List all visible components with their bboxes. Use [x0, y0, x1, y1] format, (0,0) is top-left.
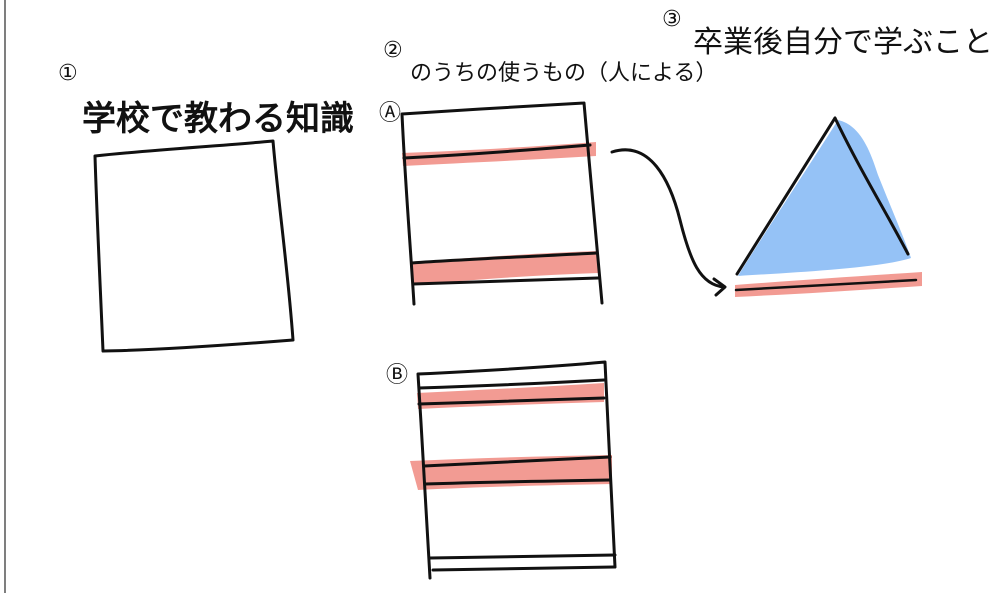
section-1-title: 学校で教わる知識: [82, 99, 354, 139]
variant-a-line-2: [410, 251, 599, 265]
variant-b-line-5: [428, 553, 617, 560]
variant-b-marker: Ⓑ: [386, 363, 408, 388]
variant-a-line-3: [411, 276, 600, 286]
variant-b-line-6: [431, 565, 616, 572]
triangle-outline: [735, 116, 910, 276]
connector-curve: [610, 148, 726, 289]
section-1: ① 学校で教わる知識: [58, 61, 354, 353]
variant-a-box: [400, 101, 604, 306]
curved-arrow-icon: [610, 148, 727, 297]
triangle-base-line: [734, 278, 918, 292]
variant-a-line-1: [402, 143, 592, 160]
variant-b-box: [416, 360, 617, 580]
section-1-marker: ①: [58, 61, 78, 86]
connector-arrowhead: [712, 277, 727, 297]
section-3-marker: ③: [662, 7, 682, 32]
section-2-header: ② のうちの使うもの（人による）: [383, 38, 717, 86]
variant-b-line-4: [423, 478, 612, 486]
triangle-fill: [738, 120, 911, 276]
variant-b: Ⓑ: [386, 360, 617, 580]
variant-b-line-3: [422, 455, 612, 468]
variant-a-marker: Ⓐ: [379, 101, 401, 126]
variant-b-line-1: [417, 378, 606, 390]
section-2-title: のうちの使うもの（人による）: [410, 61, 717, 86]
variant-b-line-2: [417, 396, 606, 406]
section-3: ③ 卒業後自分で学ぶこと: [662, 7, 993, 297]
section-2-marker: ②: [383, 38, 403, 63]
section-1-box: [93, 139, 295, 353]
section-3-title: 卒業後自分で学ぶこと: [693, 25, 993, 60]
variant-a: Ⓐ: [379, 101, 604, 306]
